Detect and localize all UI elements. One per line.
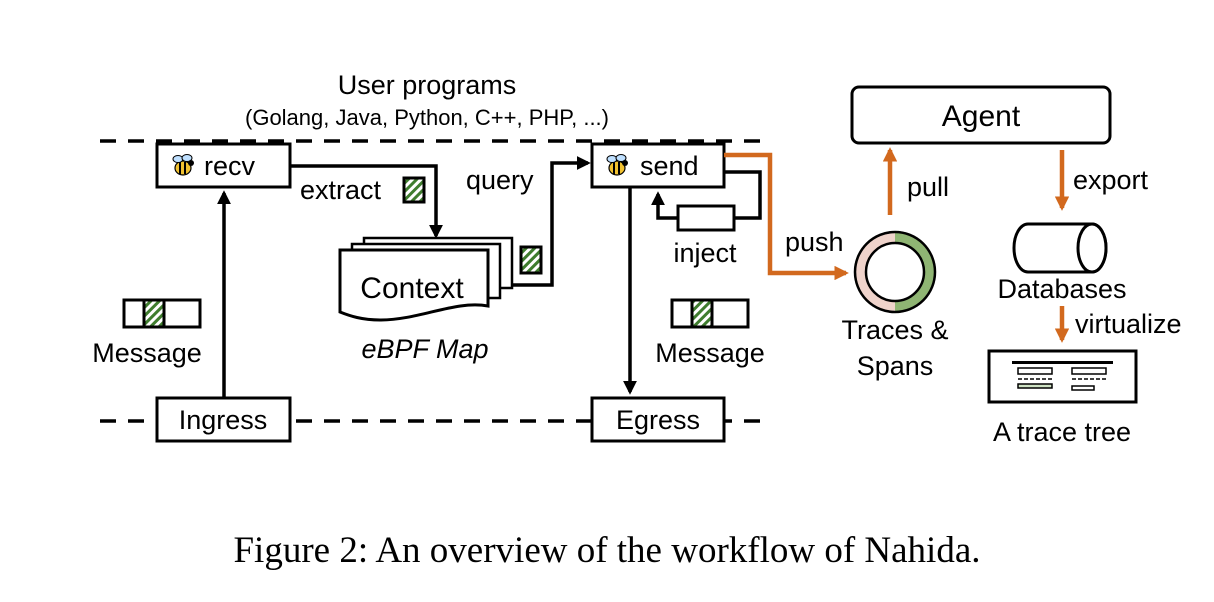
ebpf-map-label: eBPF Map: [361, 334, 488, 364]
export-label: export: [1073, 165, 1149, 195]
push-arrow: [724, 152, 849, 281]
trace-tree-label: A trace tree: [993, 417, 1131, 447]
recv-node: recv: [155, 142, 292, 189]
message-left-label: Message: [92, 338, 202, 368]
context-label: Context: [360, 272, 464, 305]
ingress-label: Ingress: [179, 405, 268, 435]
message-right-label: Message: [655, 338, 765, 368]
send-label: send: [640, 151, 699, 181]
user-programs-languages: (Golang, Java, Python, C++, PHP, ...): [245, 105, 609, 130]
hatched-message-icon: [402, 176, 426, 204]
recv-label: recv: [204, 151, 256, 181]
message-icon-left: [122, 298, 202, 329]
trace-tree-icon: [987, 349, 1138, 404]
hatched-message-icon: [519, 245, 543, 275]
extract-label: extract: [300, 175, 382, 205]
query-arrow: [512, 156, 591, 287]
ring-buffer-icon: [853, 230, 937, 314]
figure-caption: Figure 2: An overview of the workflow of…: [233, 530, 980, 571]
pull-label: pull: [907, 172, 949, 202]
databases-label: Databases: [997, 274, 1126, 304]
inject-label: inject: [673, 238, 737, 268]
context-ebpf-map: Context: [338, 236, 514, 322]
agent-node: Agent: [850, 85, 1112, 145]
push-label: push: [785, 227, 844, 257]
virtualize-label: virtualize: [1075, 309, 1182, 339]
traces-label-line1: Traces &: [841, 315, 948, 345]
injected-header-box: [676, 204, 736, 232]
send-node: send: [590, 142, 726, 189]
egress-label: Egress: [616, 405, 700, 435]
database-cylinder-icon: [1012, 222, 1108, 274]
traces-label-line2: Spans: [857, 351, 934, 381]
ingress-node: Ingress: [155, 396, 292, 443]
query-label: query: [466, 165, 534, 195]
agent-label: Agent: [942, 100, 1021, 133]
message-icon-right: [670, 298, 750, 329]
extract-arrow: [290, 164, 443, 239]
egress-node: Egress: [590, 396, 726, 443]
inject-loop-arrow: [651, 170, 762, 220]
user-programs-title: User programs: [338, 70, 517, 100]
